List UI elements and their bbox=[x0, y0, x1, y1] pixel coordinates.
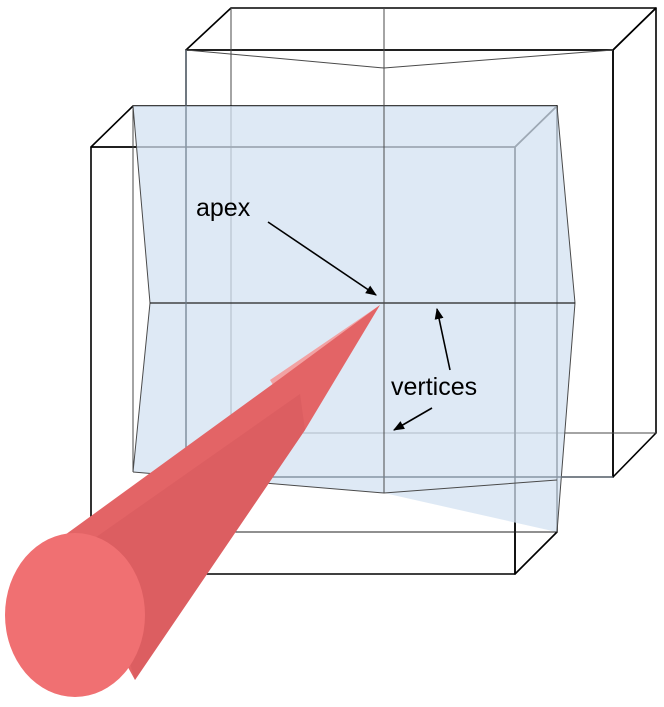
back-box-top-face bbox=[185, 7, 657, 51]
beam bbox=[5, 305, 380, 697]
back-box-side-face bbox=[612, 7, 657, 478]
vertices-label: vertices bbox=[391, 373, 477, 401]
beam-shade bbox=[92, 394, 305, 680]
apex-arrow bbox=[267, 221, 377, 296]
beam-cap bbox=[5, 533, 145, 697]
apex-label: apex bbox=[196, 194, 251, 222]
vertices-arrow-down bbox=[393, 407, 433, 431]
vertices-arrow-up bbox=[434, 307, 451, 371]
back-box-pyramid-top bbox=[185, 49, 614, 69]
annotations: apex vertices bbox=[196, 194, 477, 431]
